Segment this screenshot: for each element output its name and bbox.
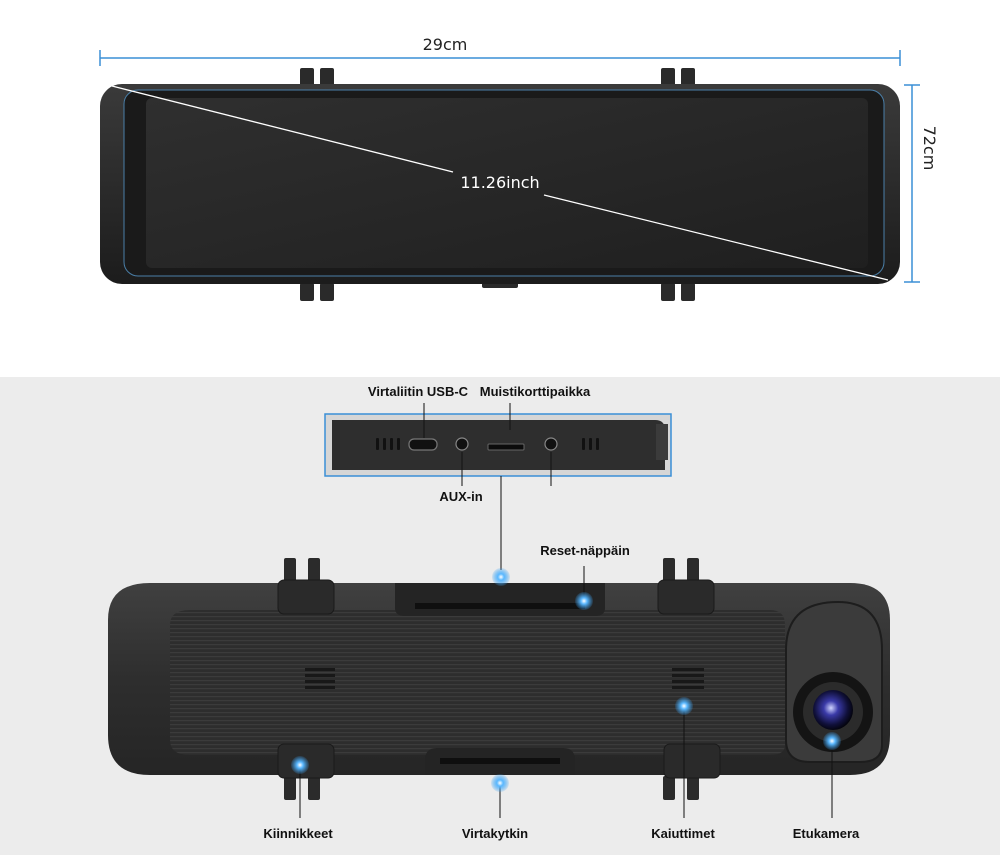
callout-dots [291, 568, 841, 792]
height-label: 72cm [920, 126, 939, 171]
callout-front-camera: Etukamera [793, 826, 860, 841]
callout-aux-in: AUX-in [439, 489, 482, 504]
dot-power-switch [491, 774, 509, 792]
port-vents-left [376, 438, 400, 450]
diagonal-line-b [543, 194, 889, 281]
height-dimension [904, 84, 920, 283]
callout-speakers: Kaiuttimet [651, 826, 715, 841]
dot-front-camera [823, 732, 841, 750]
power-switch [440, 758, 560, 764]
callout-mounts: Kiinnikkeet [263, 826, 333, 841]
camera-lens [813, 690, 853, 730]
callout-memory-card: Muistikorttipaikka [480, 384, 591, 399]
front-view: 29cm 72cm 11.26inch [99, 35, 939, 301]
dot-ports [492, 568, 510, 586]
aux-jack [455, 437, 469, 451]
dot-mounts [291, 756, 309, 774]
diagonal-label: 11.26inch [460, 173, 539, 192]
width-dimension [99, 50, 901, 66]
diagonal-line-a [111, 85, 454, 173]
mount-clips [284, 558, 699, 800]
dot-reset [575, 592, 593, 610]
gps-jack [544, 437, 558, 451]
top-clips [300, 68, 695, 301]
port-strip [324, 403, 672, 486]
memory-card-slot [487, 443, 525, 451]
speaker-grilles [305, 668, 704, 689]
dot-speakers [675, 697, 693, 715]
top-vent [415, 603, 585, 609]
port-vents-right [582, 438, 599, 450]
callout-power-switch: Virtakytkin [462, 826, 528, 841]
back-view [108, 558, 890, 800]
callout-reset: Reset-näppäin [540, 543, 630, 558]
usb-c-port [408, 438, 438, 451]
callout-usb-c: Virtaliitin USB-C [368, 384, 469, 399]
width-label: 29cm [423, 35, 468, 54]
